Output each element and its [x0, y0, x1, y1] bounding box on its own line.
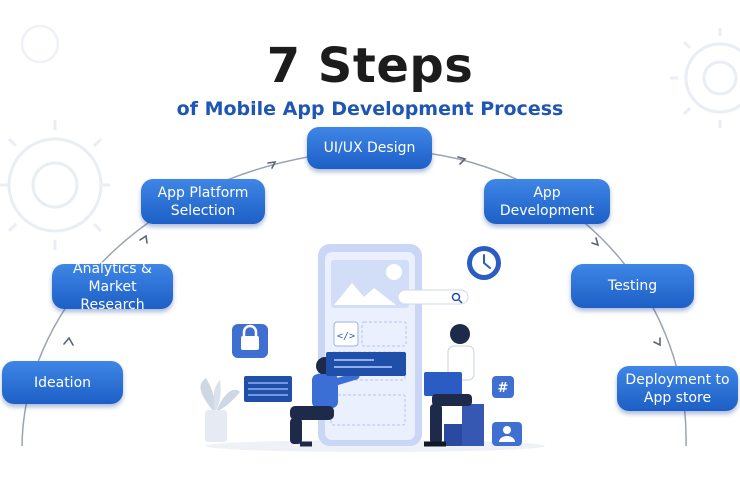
page-title: 7 Steps — [266, 38, 474, 94]
search-bar — [397, 289, 469, 305]
plant-icon — [200, 378, 240, 442]
code-tag: </> — [337, 331, 355, 342]
phone-frame — [318, 244, 422, 446]
step-label-line2: App store — [643, 389, 712, 406]
step-analytics-market-research[interactable]: Analytics & Market Research — [52, 261, 173, 313]
code-panel — [326, 352, 406, 376]
step-label-line1: Deployment to — [625, 371, 730, 388]
step-label-line1: UI/UX Design — [323, 140, 416, 156]
step-label-line1: App — [533, 184, 561, 201]
step-ideation[interactable]: Ideation — [2, 361, 123, 404]
person-right — [424, 324, 475, 447]
person-left — [290, 357, 360, 447]
lock-icon — [232, 324, 268, 358]
keyboard-panel — [244, 376, 292, 402]
step-app-platform-selection[interactable]: App Platform Selection — [141, 179, 265, 224]
step-label-line1: Testing — [607, 278, 658, 294]
hashtag-text: # — [498, 381, 509, 396]
step-ui-ux-design[interactable]: UI/UX Design — [307, 127, 432, 169]
step-testing[interactable]: Testing — [571, 264, 694, 308]
step-label-line1: App Platform — [157, 184, 249, 201]
page-subtitle: of Mobile App Development Process — [176, 98, 564, 120]
user-icon — [492, 422, 522, 446]
step-label-line2: Market Research — [80, 278, 145, 313]
gear-icon — [0, 120, 110, 250]
block — [444, 424, 462, 446]
step-app-development[interactable]: App Development — [484, 179, 610, 224]
step-label-line1: Analytics & — [73, 260, 152, 277]
gear-icon — [20, 24, 60, 64]
step-label-line1: Ideation — [33, 374, 92, 391]
gear-icon — [670, 28, 740, 128]
step-label-line2: Selection — [170, 202, 236, 219]
hashtag-badge — [492, 376, 514, 398]
block — [462, 404, 484, 446]
clock-icon — [467, 246, 501, 280]
arrow-icon — [63, 156, 661, 347]
step-deployment-app-store[interactable]: Deployment to App store — [617, 366, 738, 411]
step-label-line2: Development — [499, 202, 595, 219]
